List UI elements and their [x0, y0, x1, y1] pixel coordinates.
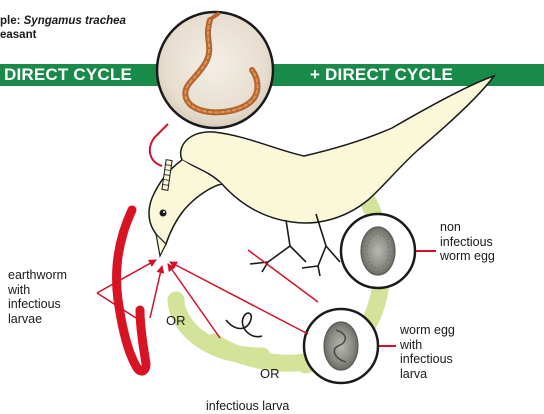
infection-arrows	[97, 250, 318, 338]
earthworm-illustration	[117, 210, 146, 371]
indirect-cycle-label: DIRECT CYCLE	[4, 64, 132, 86]
adult-worm-lens	[157, 12, 273, 128]
trachea-connector	[150, 124, 168, 166]
non-infectious-egg-lens	[341, 214, 415, 288]
earthworm-label: earthworm with infectious larvae	[8, 268, 67, 326]
infectious-larva-illustration	[226, 313, 262, 337]
or-label-left: OR	[166, 313, 186, 328]
figure-subtitle: easant	[0, 28, 36, 42]
or-label-bottom: OR	[260, 366, 280, 381]
title-species: Syngamus trachea	[24, 15, 126, 27]
title-prefix: ple:	[0, 15, 24, 27]
figure-title: ple: Syngamus trachea	[0, 14, 126, 28]
non-infectious-egg-label: non infectious worm egg	[440, 220, 495, 264]
infectious-larva-label: infectious larva	[206, 399, 289, 414]
egg-with-larva-label: worm egg with infectious larva	[400, 323, 455, 381]
direct-cycle-label: + DIRECT CYCLE	[310, 64, 453, 86]
egg-with-larva-lens	[304, 309, 378, 383]
